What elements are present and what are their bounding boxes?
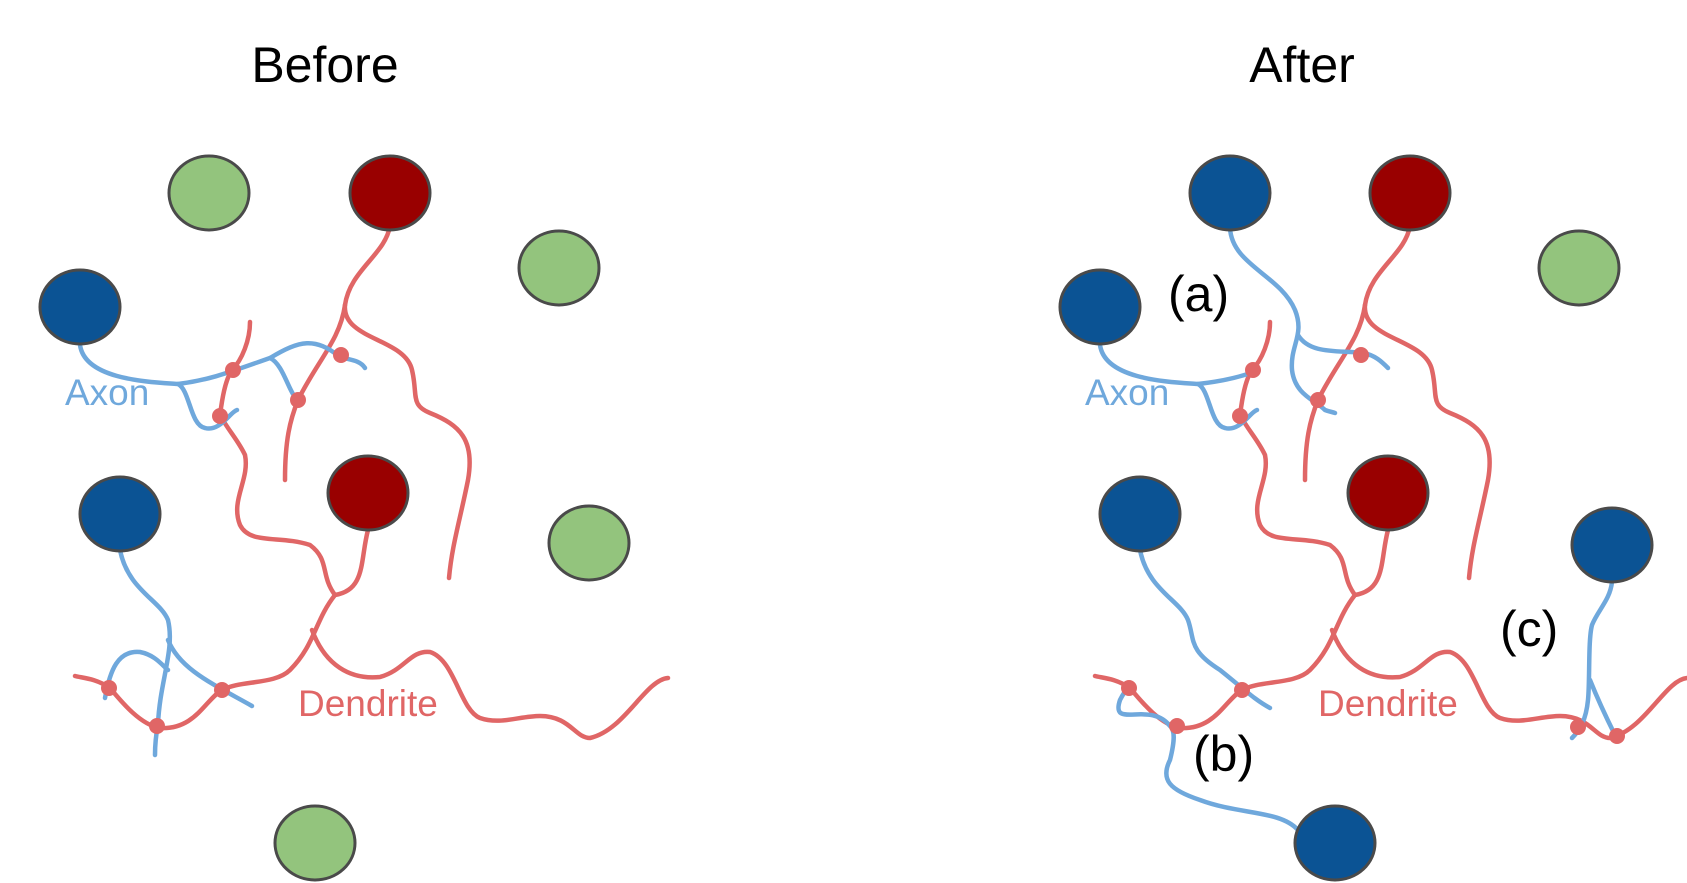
synapse-dot: [1245, 362, 1261, 378]
before-cells: [38, 154, 631, 882]
after-synapses: [1121, 347, 1625, 744]
red-cell: [1368, 154, 1452, 232]
synapse-dot: [214, 682, 230, 698]
synapse-dot: [212, 408, 228, 424]
after-dendrite-top: [1362, 223, 1492, 581]
before-title: Before: [251, 37, 398, 93]
before-axon-bottom-branch: [165, 637, 255, 709]
after-cells: [1058, 154, 1654, 882]
red-cell: [348, 154, 432, 232]
before-axon-label: Axon: [65, 372, 149, 413]
before-axon-bottom-twig: [102, 649, 171, 701]
red-cell: [326, 454, 410, 532]
synapse-dot: [1310, 392, 1326, 408]
before-dendrite-top: [342, 223, 472, 581]
synapse-dot: [1234, 682, 1250, 698]
synapse-dot: [1609, 728, 1625, 744]
after-axon-a: [1227, 225, 1338, 416]
synapse-dot: [225, 362, 241, 378]
green-cell: [273, 804, 357, 882]
after-dendrite-label: Dendrite: [1318, 683, 1458, 724]
after-axon-a-branch: [1295, 332, 1391, 371]
after-axon-label: Axon: [1085, 372, 1169, 413]
before-synapses: [101, 347, 349, 734]
after-axon-mid: [1137, 547, 1273, 711]
marker-b: (b): [1193, 726, 1254, 782]
green-cell: [517, 229, 601, 307]
synapse-dot: [1570, 719, 1586, 735]
after-dendrite-branch-left: [1302, 302, 1368, 483]
blue-cell: [78, 475, 162, 553]
blue-cell: [1293, 804, 1377, 882]
marker-a: (a): [1168, 266, 1229, 322]
blue-cell: [1188, 154, 1272, 232]
before-dendrite-bottom: [309, 627, 671, 741]
synapse-dot: [149, 718, 165, 734]
before-panel: Before: [38, 37, 671, 882]
synapse-dot: [1169, 718, 1185, 734]
before-axon-top-branch: [175, 341, 368, 387]
after-title: After: [1249, 37, 1355, 93]
after-axon-b: [1116, 683, 1301, 833]
synapse-dot: [333, 347, 349, 363]
before-dendrite-label: Dendrite: [298, 683, 438, 724]
synapse-dot: [101, 680, 117, 696]
synapse-dot: [1121, 680, 1137, 696]
green-cell: [547, 504, 631, 582]
synapse-dot: [1353, 347, 1369, 363]
marker-c: (c): [1500, 601, 1558, 657]
before-axon-bottom: [117, 547, 173, 758]
green-cell: [1537, 229, 1621, 307]
blue-cell: [38, 268, 122, 346]
synapse-dot: [290, 392, 306, 408]
blue-cell: [1098, 475, 1182, 553]
synapse-dot: [1232, 408, 1248, 424]
green-cell: [167, 154, 251, 232]
red-cell: [1346, 454, 1430, 532]
after-panel: After: [1058, 37, 1687, 882]
blue-cell: [1058, 268, 1142, 346]
blue-cell: [1570, 506, 1654, 584]
